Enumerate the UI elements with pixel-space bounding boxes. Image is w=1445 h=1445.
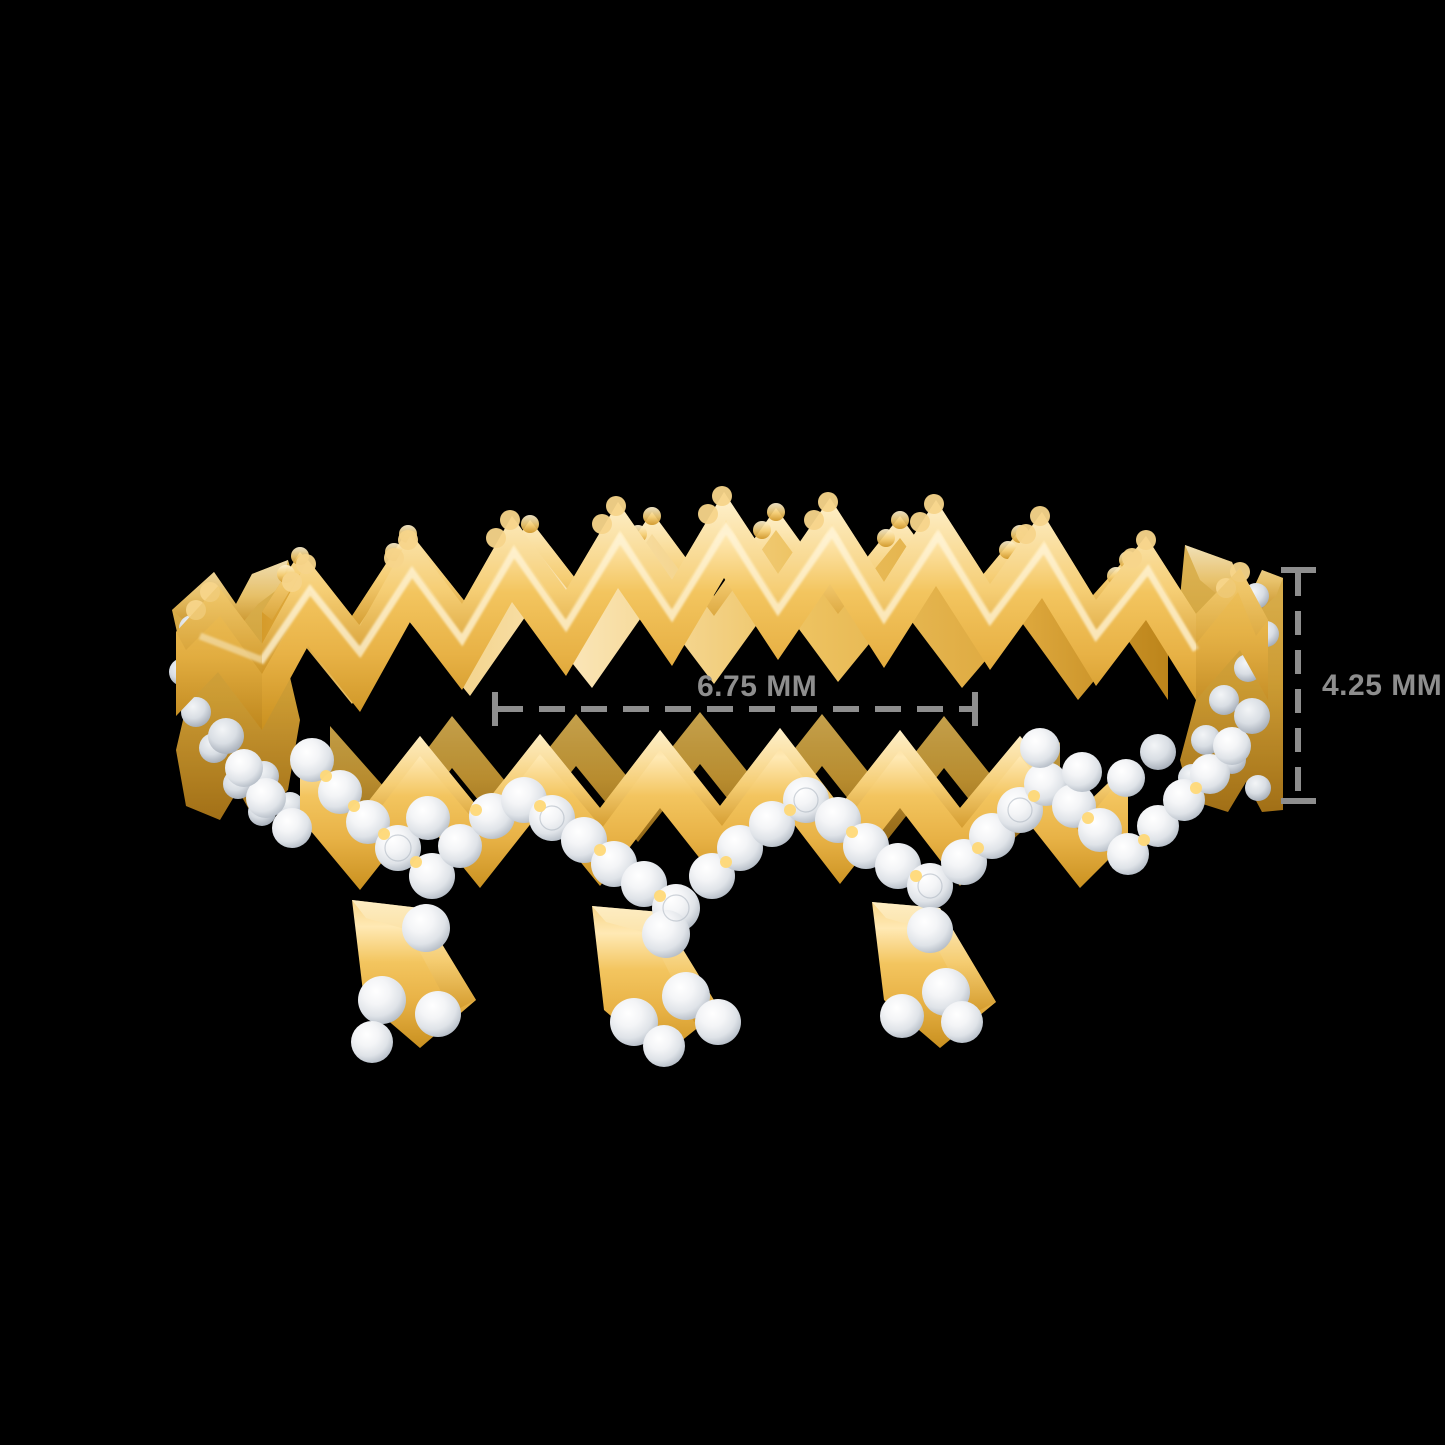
pave-stones-spikes bbox=[351, 904, 983, 1067]
width-dimension-label: 6.75 MM bbox=[697, 670, 818, 703]
bottom-pave-zigzag-band bbox=[208, 698, 1270, 1067]
width-dimension-line bbox=[492, 692, 978, 726]
height-dimension-line bbox=[1281, 567, 1316, 804]
top-gold-zigzag-band bbox=[176, 486, 1268, 730]
dimension-annotations bbox=[492, 567, 1316, 804]
height-dimension-label: 4.25 MM bbox=[1322, 669, 1443, 702]
